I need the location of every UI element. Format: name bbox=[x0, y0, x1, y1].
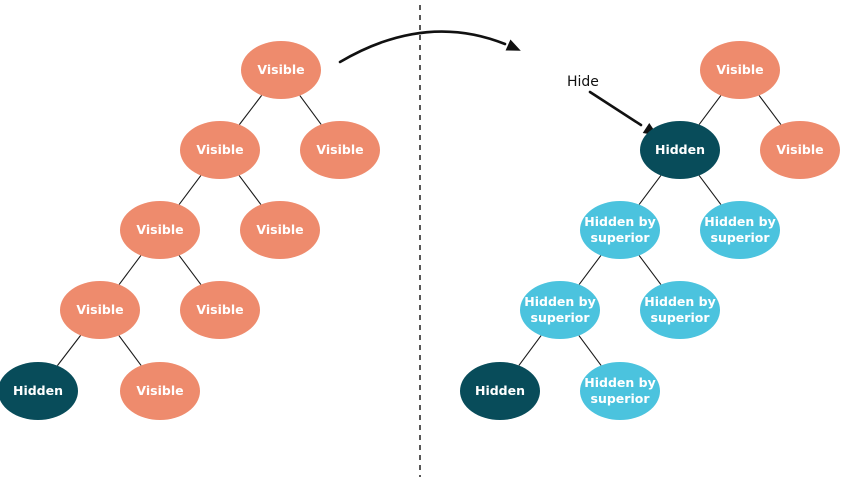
transition-arrow bbox=[338, 30, 507, 64]
transition-arrow-head bbox=[505, 39, 521, 51]
hide-pointer-arrow bbox=[588, 90, 643, 127]
tree-edge bbox=[578, 255, 602, 285]
tree-node-visible[interactable]: Visible bbox=[760, 121, 840, 179]
tree-edge bbox=[758, 95, 782, 125]
node-ellipse bbox=[520, 281, 600, 339]
tree-node-visible[interactable]: Visible bbox=[700, 41, 780, 99]
tree-edge bbox=[299, 95, 322, 125]
node-ellipse bbox=[700, 41, 780, 99]
tree-edge bbox=[118, 255, 142, 285]
tree-node-visible[interactable]: Visible bbox=[180, 121, 260, 179]
node-ellipse bbox=[760, 121, 840, 179]
node-ellipse bbox=[180, 121, 260, 179]
node-ellipse bbox=[0, 362, 78, 420]
node-ellipse bbox=[240, 201, 320, 259]
tree-edge bbox=[118, 335, 142, 366]
tree-edge bbox=[238, 175, 262, 205]
hide-annotation-label: Hide bbox=[567, 74, 599, 90]
tree-edge bbox=[178, 255, 202, 285]
flow-arrow-group bbox=[338, 30, 521, 64]
node-ellipse bbox=[120, 201, 200, 259]
tree-edge bbox=[56, 335, 82, 366]
tree-node-visible[interactable]: Visible bbox=[241, 41, 321, 99]
node-ellipse bbox=[60, 281, 140, 339]
node-ellipse bbox=[640, 281, 720, 339]
tree-node-visible[interactable]: Visible bbox=[120, 362, 200, 420]
tree-edge bbox=[518, 335, 542, 366]
tree-node-visible[interactable]: Visible bbox=[60, 281, 140, 339]
edges-layer bbox=[56, 95, 782, 366]
tree-edge bbox=[578, 335, 602, 366]
tree-node-visible[interactable]: Visible bbox=[180, 281, 260, 339]
tree-node-hidden[interactable]: Hidden bbox=[460, 362, 540, 420]
tree-edge bbox=[638, 175, 662, 205]
node-ellipse bbox=[700, 201, 780, 259]
node-ellipse bbox=[241, 41, 321, 99]
node-ellipse bbox=[120, 362, 200, 420]
node-ellipse bbox=[580, 201, 660, 259]
node-ellipse bbox=[580, 362, 660, 420]
tree-edge bbox=[638, 255, 662, 285]
tree-node-visible[interactable]: Visible bbox=[240, 201, 320, 259]
tree-node-visible[interactable]: Visible bbox=[300, 121, 380, 179]
node-ellipse bbox=[180, 281, 260, 339]
tree-edge bbox=[698, 95, 722, 125]
node-ellipse bbox=[460, 362, 540, 420]
tree-node-hidden[interactable]: Hidden bbox=[0, 362, 78, 420]
tree-node-hidden[interactable]: Hidden bbox=[640, 121, 720, 179]
node-ellipse bbox=[300, 121, 380, 179]
annotations-layer: Hide bbox=[567, 74, 599, 90]
tree-node-visible[interactable]: Visible bbox=[120, 201, 200, 259]
tree-edge bbox=[178, 175, 202, 205]
tree-edge bbox=[238, 95, 263, 125]
node-ellipse bbox=[640, 121, 720, 179]
tree-edge bbox=[698, 175, 722, 205]
